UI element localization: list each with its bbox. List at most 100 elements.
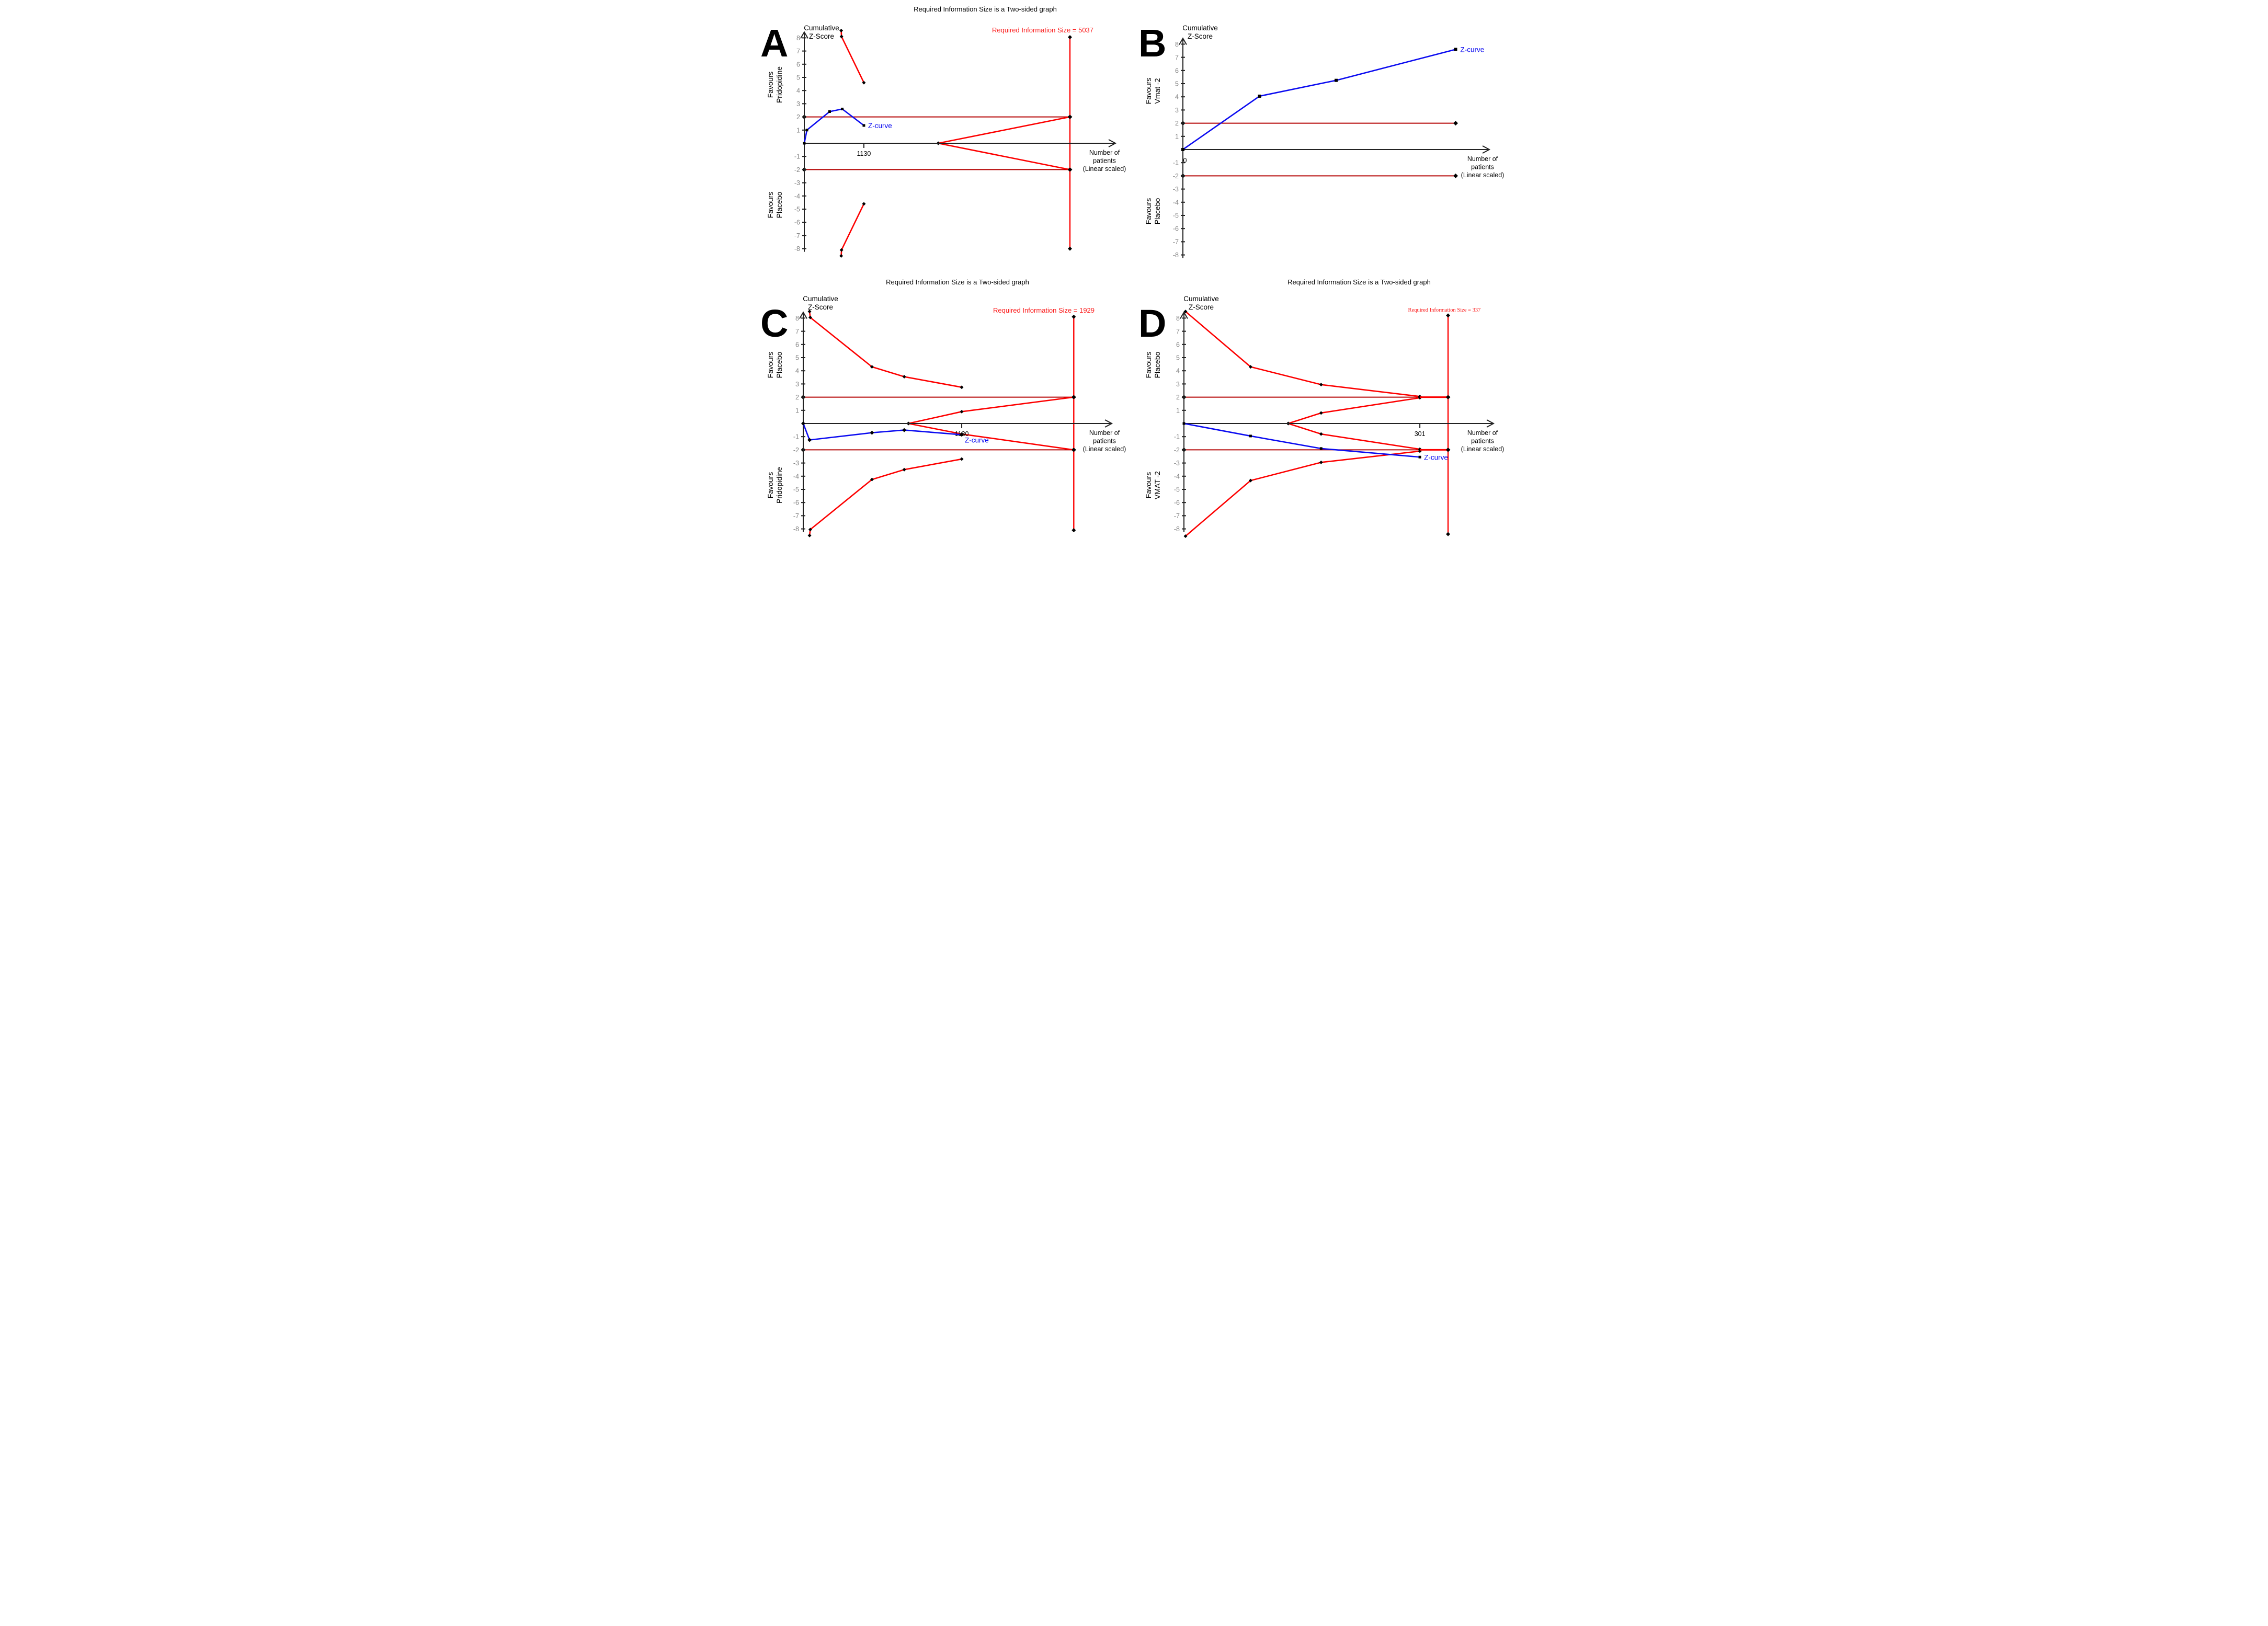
x-axis-title: (Linear scaled) bbox=[1082, 445, 1126, 453]
panel-c: 1130-8-7-6-5-4-3-2-112345678Z-curveRequi… bbox=[756, 271, 1134, 542]
panel-a-chart: 1130-8-7-6-5-4-3-2-112345678Z-curveRequi… bbox=[760, 5, 1126, 258]
ris-bottom-diamond bbox=[1071, 528, 1076, 533]
y-tick-label: -5 bbox=[793, 486, 799, 494]
x-axis-arrow bbox=[1108, 139, 1116, 147]
panel-letter: D bbox=[1138, 302, 1166, 345]
y-tick-label: 8 bbox=[1175, 41, 1179, 48]
x-axis-title: patients bbox=[1093, 438, 1116, 445]
boundary-vertex-diamond bbox=[861, 202, 865, 206]
y-tick-label: -2 bbox=[794, 166, 800, 174]
x-axis-title: patients bbox=[1093, 157, 1116, 165]
futility-boundary bbox=[938, 116, 1070, 144]
y-tick-label: 3 bbox=[795, 381, 799, 388]
y-tick-label: 6 bbox=[1176, 341, 1180, 348]
favours-bottom-label: Pridopidine bbox=[775, 467, 783, 503]
y-tick-label: 1 bbox=[1176, 407, 1180, 414]
ris-upper-junction-diamond bbox=[1071, 395, 1076, 399]
x-axis-title: Number of bbox=[1467, 155, 1498, 163]
y-tick-label: -8 bbox=[1173, 525, 1179, 533]
y-tick-label: -2 bbox=[793, 446, 799, 454]
z-curve-marker bbox=[1182, 422, 1185, 425]
y-tick-label: 6 bbox=[1175, 67, 1179, 74]
y-axis-title: Cumulative bbox=[1183, 295, 1219, 303]
z-curve-marker bbox=[1181, 148, 1184, 151]
y-tick-label: -4 bbox=[1173, 473, 1179, 480]
boundary-vertex-diamond bbox=[807, 533, 812, 537]
futility-boundary bbox=[908, 422, 1074, 451]
favours-bottom-label: Favours bbox=[766, 472, 774, 499]
y-tick-label: -1 bbox=[1173, 433, 1179, 441]
y-tick-label: -8 bbox=[794, 245, 800, 253]
x-tick-label: 301 bbox=[1414, 430, 1425, 438]
ris-upper-junction-diamond bbox=[1067, 114, 1072, 119]
boundary-vertex-diamond bbox=[839, 29, 843, 33]
favours-top-label: Favours bbox=[766, 352, 774, 379]
z-curve-marker bbox=[807, 438, 812, 442]
z-curve-marker bbox=[959, 432, 964, 437]
z-curve-marker bbox=[869, 430, 874, 435]
y-tick-label: -6 bbox=[1172, 225, 1178, 233]
y-tick-label: 2 bbox=[1176, 394, 1180, 401]
y-tick-label: -3 bbox=[793, 460, 799, 467]
z-curve-marker bbox=[862, 124, 865, 127]
y-tick-label: 8 bbox=[1176, 315, 1180, 322]
panel-b-content: 0-8-7-6-5-4-3-2-112345678Z-curveCumulati… bbox=[1138, 21, 1504, 259]
y-tick-label: -3 bbox=[1172, 186, 1178, 193]
z-curve-line bbox=[803, 108, 864, 144]
ris-lower-junction-diamond bbox=[1067, 167, 1072, 172]
y-tick-label: -5 bbox=[794, 206, 800, 213]
y-tick-label: 1 bbox=[796, 127, 800, 134]
y-tick-label: 5 bbox=[1175, 81, 1179, 88]
y-tick-label: -8 bbox=[1172, 251, 1178, 259]
favours-top-label: Placebo bbox=[1153, 351, 1161, 378]
y-axis-arrow bbox=[1179, 311, 1188, 319]
ris-label: Required Information Size = 337 bbox=[1408, 307, 1480, 313]
futility-boundary bbox=[908, 396, 1074, 425]
boundary-vertex-diamond bbox=[902, 467, 906, 472]
y-tick-label: 7 bbox=[1175, 54, 1179, 61]
boundary-vertex-diamond bbox=[1183, 310, 1187, 314]
panel-title: Required Information Size is a Two-sided… bbox=[914, 5, 1057, 13]
favours-top-label: Favours bbox=[1144, 352, 1153, 379]
boundary-vertex-diamond bbox=[960, 385, 964, 390]
boundary-vertex-diamond bbox=[1319, 460, 1323, 464]
boundary-vertex-diamond bbox=[902, 375, 906, 379]
x-axis-title: Number of bbox=[1089, 149, 1120, 156]
y-tick-label: 7 bbox=[795, 328, 799, 335]
y-axis-title: Z-Score bbox=[1188, 303, 1213, 311]
z-curve-marker bbox=[902, 428, 906, 432]
boundary-vertex-diamond bbox=[870, 365, 874, 369]
panel-a-content: 1130-8-7-6-5-4-3-2-112345678Z-curveRequi… bbox=[760, 5, 1126, 258]
y-tick-label: 7 bbox=[1176, 328, 1180, 335]
z-curve-marker bbox=[1334, 78, 1338, 82]
monitoring-boundary bbox=[840, 203, 864, 256]
z-curve-marker bbox=[803, 142, 805, 145]
y-tick-label: 6 bbox=[795, 341, 799, 348]
favours-bottom-label: VMAT -2 bbox=[1153, 471, 1161, 499]
y-tick-label: -7 bbox=[1172, 238, 1178, 246]
boundary-vertex-diamond bbox=[1183, 534, 1187, 538]
favours-top-label: Pridopidine bbox=[775, 66, 783, 103]
ris-top-diamond bbox=[1067, 35, 1072, 40]
y-tick-label: 1 bbox=[795, 407, 799, 414]
x-axis-title: Number of bbox=[1089, 429, 1120, 437]
ris-lower-junction-diamond bbox=[1071, 448, 1076, 452]
y-tick-label: -1 bbox=[1172, 159, 1178, 167]
z-curve-marker bbox=[805, 129, 808, 132]
z-curve-marker bbox=[801, 421, 805, 426]
futility-vertex-diamond bbox=[1319, 432, 1323, 436]
monitoring-boundary bbox=[808, 458, 962, 536]
boundary-vertex-diamond bbox=[839, 254, 843, 258]
y-tick-label: 2 bbox=[795, 394, 799, 401]
boundary-vertex-diamond bbox=[807, 310, 812, 314]
y-tick-label: -1 bbox=[793, 433, 799, 441]
futility-boundary bbox=[1287, 422, 1420, 450]
x-axis-title: (Linear scaled) bbox=[1082, 165, 1126, 173]
ris-top-diamond bbox=[1071, 314, 1076, 319]
ris-label: Required Information Size = 5037 bbox=[991, 26, 1093, 34]
boundary-vertex-diamond bbox=[839, 248, 844, 252]
futility-boundary bbox=[1287, 397, 1420, 425]
